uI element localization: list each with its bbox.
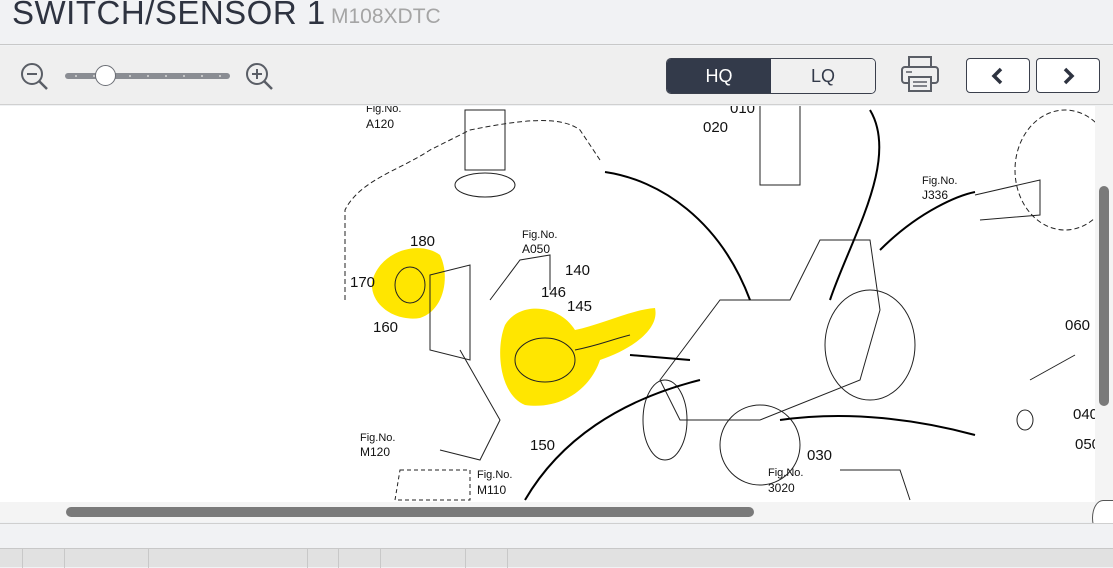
- page-header: SWITCH/SENSOR 1 M108XDTC: [0, 0, 1113, 45]
- fig-ref-3020[interactable]: 3020: [768, 481, 795, 495]
- part-label-146[interactable]: 146: [541, 284, 566, 301]
- highlight-part-160: [371, 248, 445, 319]
- fig-ref-j336[interactable]: J336: [922, 188, 948, 202]
- part-label-020[interactable]: 020: [703, 119, 728, 136]
- fig-ref-prefix: Fig.No.: [768, 467, 803, 479]
- horizontal-scrollbar[interactable]: [0, 502, 1095, 522]
- model-name: M108XDTC: [331, 5, 441, 28]
- zoom-slider-handle[interactable]: [95, 65, 117, 86]
- part-label-170[interactable]: 170: [350, 274, 375, 291]
- fig-ref-prefix: Fig.No.: [477, 469, 512, 481]
- part-label-030[interactable]: 030: [807, 447, 832, 464]
- fig-ref-a050[interactable]: A050: [522, 242, 550, 256]
- page-title: SWITCH/SENSOR 1: [12, 0, 326, 31]
- chevron-left-icon: [991, 67, 1003, 84]
- part-label-060[interactable]: 060: [1065, 317, 1090, 334]
- highlight-part-140: [500, 308, 656, 406]
- print-icon[interactable]: [899, 54, 941, 99]
- part-label-170-top[interactable]: 170: [935, 106, 960, 107]
- chevron-right-icon: [1063, 67, 1075, 84]
- part-label-150[interactable]: 150: [530, 437, 555, 454]
- horizontal-scroll-thumb[interactable]: [66, 507, 754, 517]
- fig-ref-m110[interactable]: M110: [477, 483, 506, 497]
- part-label-180[interactable]: 180: [410, 233, 435, 250]
- fig-ref-prefix: Fig.No.: [366, 106, 401, 115]
- parts-table-header: [0, 548, 1113, 568]
- part-label-010[interactable]: 010: [730, 106, 755, 117]
- hq-button[interactable]: HQ: [667, 59, 771, 93]
- vertical-scrollbar[interactable]: [1095, 106, 1113, 502]
- zoom-in-icon[interactable]: [243, 60, 275, 97]
- fig-ref-m120[interactable]: M120: [360, 445, 390, 459]
- lq-button[interactable]: LQ: [771, 59, 875, 93]
- part-label-145[interactable]: 145: [567, 298, 592, 315]
- part-label-050[interactable]: 050: [1075, 436, 1095, 453]
- toolbar: HQ LQ: [0, 46, 1113, 105]
- quality-toggle: HQ LQ: [666, 58, 876, 94]
- part-label-140[interactable]: 140: [565, 262, 590, 279]
- part-label-040[interactable]: 040: [1073, 406, 1095, 423]
- part-label-160[interactable]: 160: [373, 319, 398, 336]
- fig-ref-prefix: Fig.No.: [922, 175, 957, 187]
- zoom-slider[interactable]: [65, 65, 230, 86]
- fig-ref-prefix: Fig.No.: [522, 229, 557, 241]
- parts-diagram[interactable]: Fig.No. A120 Fig.No. A050 Fig.No. J336 F…: [0, 106, 1095, 502]
- vertical-scroll-thumb[interactable]: [1099, 186, 1109, 406]
- next-button[interactable]: [1036, 58, 1100, 93]
- fig-ref-prefix: Fig.No.: [360, 432, 395, 444]
- fig-ref-a120[interactable]: A120: [366, 117, 394, 131]
- zoom-out-icon[interactable]: [18, 60, 50, 97]
- previous-button[interactable]: [966, 58, 1030, 93]
- panel-divider: [0, 523, 1113, 548]
